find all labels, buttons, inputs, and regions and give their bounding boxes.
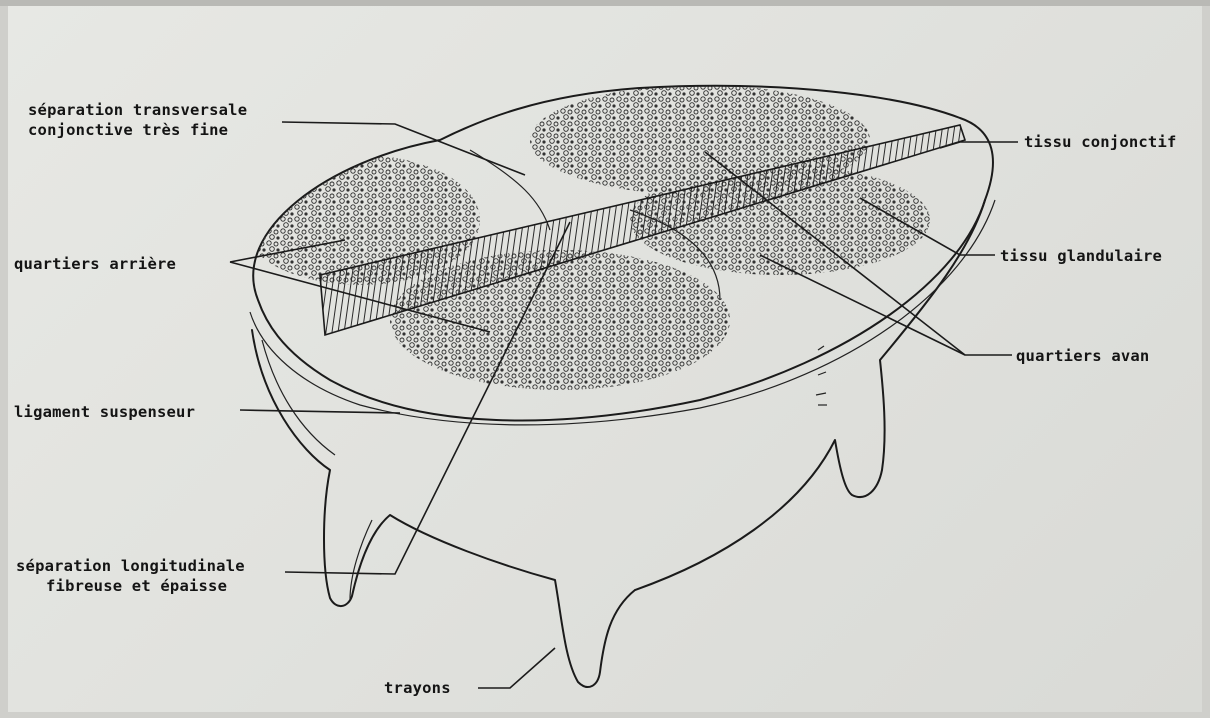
label-tissu-glandulaire: tissu glandulaire	[1000, 246, 1180, 266]
front-teat-mark-1	[818, 346, 824, 350]
label-separation-transversale: séparation transversale conjonctive très…	[28, 100, 247, 140]
label-transversal-line1: séparation transversale	[28, 100, 247, 120]
label-longitudinal-line2: fibreuse et épaisse	[16, 576, 245, 596]
label-trayons: trayons	[384, 678, 451, 698]
label-ligament-suspenseur: ligament suspenseur	[14, 402, 195, 422]
leader-trayons	[478, 648, 555, 688]
label-quartiers-arriere: quartiers arrière	[14, 254, 176, 274]
label-transversal-line2: conjonctive très fine	[28, 120, 247, 140]
label-longitudinal-line1: séparation longitudinale	[16, 556, 245, 576]
label-quartiers-avant: quartiers avan	[1016, 346, 1149, 366]
label-separation-longitudinale: séparation longitudinale fibreuse et épa…	[16, 556, 245, 596]
leader-ligament	[240, 410, 400, 413]
label-tissu-conjonctif: tissu conjonctif	[1024, 132, 1202, 152]
front-teat-mark-3	[816, 393, 826, 395]
front-teat-mark-2	[818, 372, 826, 375]
transverse-septum-curve	[470, 150, 550, 230]
leader-quartiers-avant-2	[760, 255, 965, 355]
